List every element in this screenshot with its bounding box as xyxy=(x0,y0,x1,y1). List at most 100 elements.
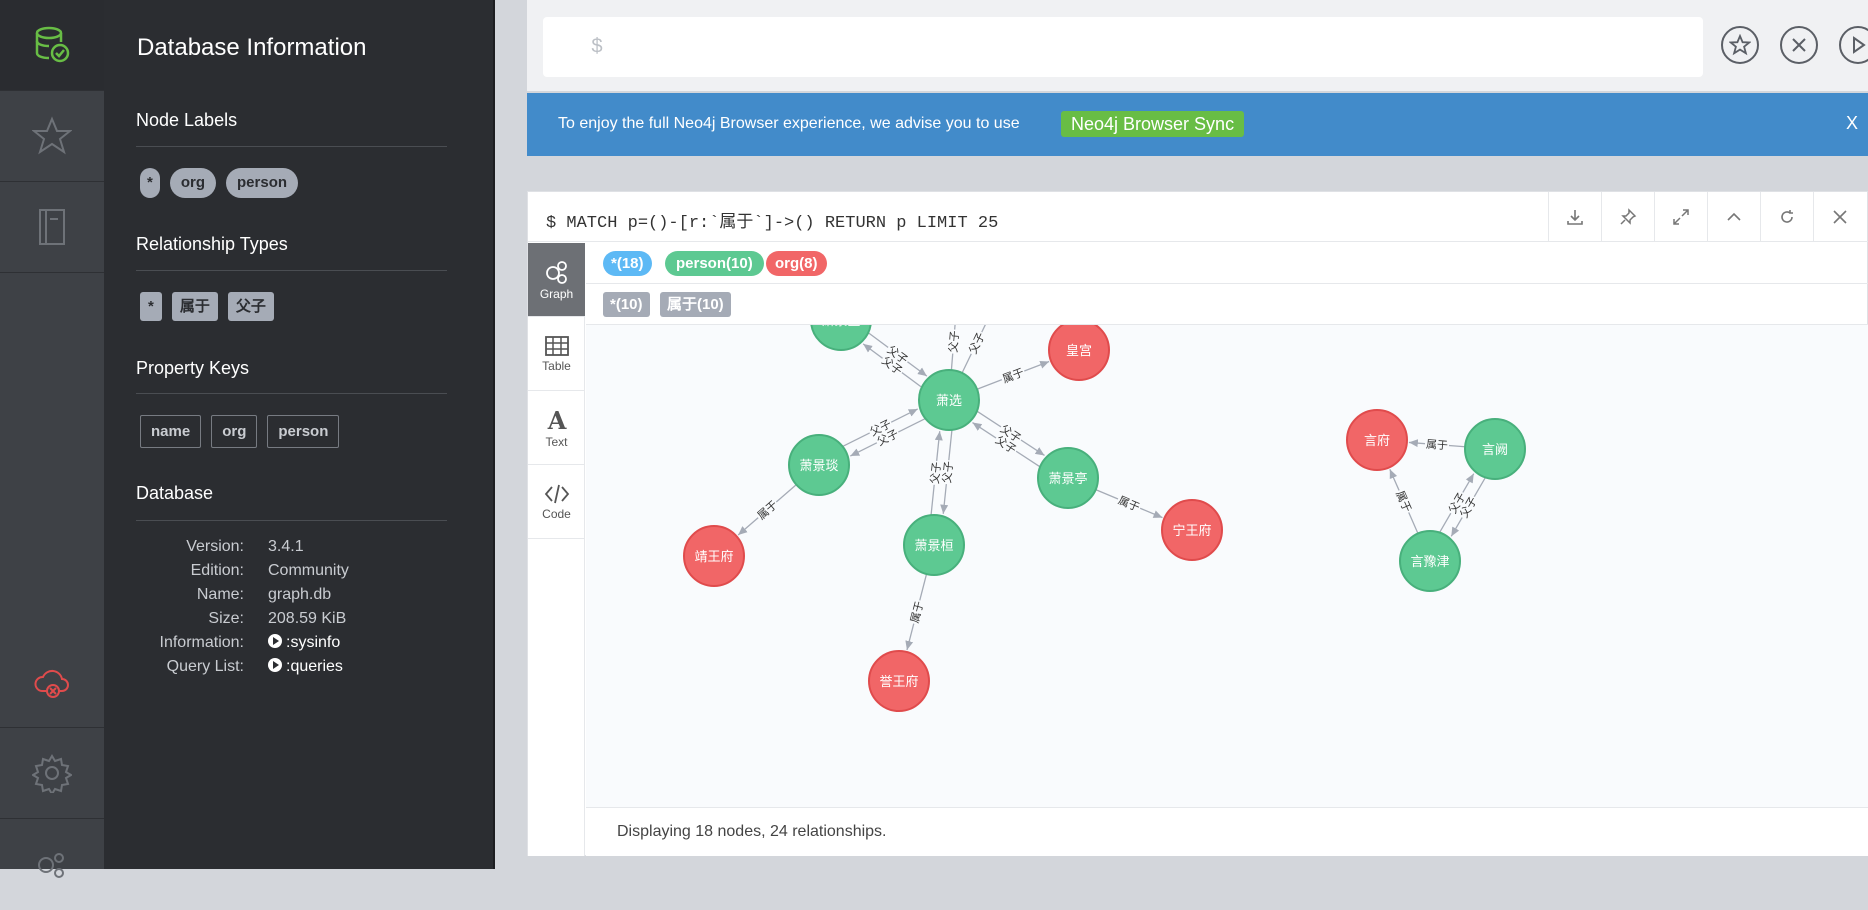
star-icon xyxy=(1729,34,1751,56)
relationship-type-all[interactable]: * xyxy=(140,292,162,321)
status-bar: Displaying 18 nodes, 24 relationships. xyxy=(586,807,1868,856)
tab-graph[interactable]: Graph xyxy=(528,243,585,317)
expand-icon xyxy=(1673,209,1689,225)
refresh-icon xyxy=(1781,210,1793,223)
tab-code[interactable]: Code xyxy=(528,465,585,539)
node-label: 宁王府 xyxy=(1172,523,1211,539)
query-editor-bar: $ xyxy=(527,0,1868,91)
legend-all-nodes[interactable]: *(18) xyxy=(603,251,652,276)
db-querylist-label: Query List: xyxy=(166,658,244,675)
rerun-button[interactable] xyxy=(1760,192,1813,242)
graph-node-org[interactable]: 宁王府 xyxy=(1161,499,1223,561)
browser-sync-button[interactable]: Neo4j Browser Sync xyxy=(1061,111,1245,137)
graph-node-person[interactable]: 萧景琰 xyxy=(788,434,850,496)
node-label: 靖王府 xyxy=(694,550,733,565)
divider xyxy=(136,270,447,271)
property-key-name[interactable]: name xyxy=(140,415,202,448)
node-circle[interactable] xyxy=(788,434,850,496)
node-label-all[interactable]: * xyxy=(140,168,160,198)
graph-node-person[interactable]: 萧选 xyxy=(918,369,980,431)
node-circle[interactable] xyxy=(1464,418,1526,480)
graph-node-person[interactable]: 萧景宣 xyxy=(810,325,872,351)
property-key-person[interactable]: person xyxy=(267,415,340,448)
property-key-org[interactable]: org xyxy=(211,415,258,448)
graph-node-person[interactable]: 言豫津 xyxy=(1399,530,1461,592)
sysinfo-link[interactable]: :sysinfo xyxy=(268,634,340,652)
sysinfo-link-text: :sysinfo xyxy=(286,634,341,651)
edge-label-background xyxy=(753,496,781,523)
db-edition-label: Edition: xyxy=(190,562,244,579)
result-view-tabs: Graph Table A Text Code xyxy=(528,243,585,856)
connection-error-cloud-icon[interactable] xyxy=(0,637,104,728)
tab-graph-label: Graph xyxy=(539,286,574,301)
legend-shuyu[interactable]: 属于(10) xyxy=(660,292,731,317)
edge-label: 父子 xyxy=(928,461,943,484)
node-circle[interactable] xyxy=(683,525,745,587)
node-circle[interactable] xyxy=(918,369,980,431)
download-button[interactable] xyxy=(1548,192,1601,242)
pin-icon xyxy=(1620,208,1637,225)
node-circle[interactable] xyxy=(1037,447,1099,509)
graph-node-person[interactable]: 萧景桓 xyxy=(903,514,965,576)
graph-node-person[interactable]: 言阙 xyxy=(1464,418,1526,480)
legend-all-relationships[interactable]: *(10) xyxy=(603,292,650,317)
edge-label-background xyxy=(965,329,989,357)
node-circle[interactable] xyxy=(1346,409,1408,471)
pin-button[interactable] xyxy=(1601,192,1654,242)
node-circle[interactable] xyxy=(1399,530,1461,592)
node-circle[interactable] xyxy=(868,650,930,712)
run-query-button[interactable] xyxy=(1839,26,1868,64)
collapse-button[interactable] xyxy=(1707,192,1760,242)
favorites-star-icon[interactable] xyxy=(0,91,104,182)
graph-node-org[interactable]: 言府 xyxy=(1346,409,1408,471)
graph-node-org[interactable]: 誉王府 xyxy=(868,650,930,712)
node-label: 言府 xyxy=(1364,434,1390,449)
graph-node-person[interactable]: 萧景亭 xyxy=(1037,447,1099,509)
legend-org[interactable]: org(8) xyxy=(766,251,827,276)
graph-icon xyxy=(545,260,567,284)
graph-node-org[interactable]: 靖王府 xyxy=(683,525,745,587)
play-icon xyxy=(1853,36,1866,54)
db-version-row: Version: 3.4.1 xyxy=(136,538,476,560)
database-information-drawer: Database Information Node Labels * org p… xyxy=(104,0,495,869)
node-label-org[interactable]: org xyxy=(169,168,217,198)
node-label-person[interactable]: person xyxy=(226,168,299,198)
relationship-type-fuzi[interactable]: 父子 xyxy=(227,292,274,321)
fullscreen-button[interactable] xyxy=(1654,192,1707,242)
db-information-row: Information: :sysinfo xyxy=(136,634,476,656)
edge-label: 属于 xyxy=(1001,366,1026,386)
relationship-type-shuyu[interactable]: 属于 xyxy=(171,292,218,321)
queries-link[interactable]: :queries xyxy=(268,658,343,676)
edge-label-background xyxy=(1456,493,1481,522)
node-circle[interactable] xyxy=(903,514,965,576)
db-name-value: graph.db xyxy=(268,586,332,603)
node-circle[interactable] xyxy=(1161,499,1223,561)
legend-person[interactable]: person(10) xyxy=(665,251,764,276)
about-neo4j-icon[interactable] xyxy=(0,819,104,910)
relationship-types-list: * 属于 父子 xyxy=(140,292,274,321)
banner-close-button[interactable]: X xyxy=(1845,113,1858,133)
edge-label-background xyxy=(866,415,895,440)
database-icon[interactable] xyxy=(0,0,104,91)
settings-gear-icon[interactable] xyxy=(0,728,104,819)
documents-book-icon[interactable] xyxy=(0,182,104,273)
favorite-query-button[interactable] xyxy=(1721,26,1759,64)
edge-label: 属于 xyxy=(908,600,926,625)
edge-label: 父子 xyxy=(947,330,962,353)
editor-prompt: $ xyxy=(591,36,604,59)
node-label: 萧景亭 xyxy=(1048,471,1087,487)
code-icon xyxy=(544,484,569,503)
node-circle[interactable] xyxy=(1048,325,1110,381)
tab-table[interactable]: Table xyxy=(528,317,585,391)
clear-editor-button[interactable] xyxy=(1780,26,1818,64)
query-editor-input[interactable]: $ xyxy=(543,17,1703,77)
db-edition-row: Edition: Community xyxy=(136,562,476,584)
node-circle[interactable] xyxy=(810,325,872,351)
graph-node-org[interactable]: 皇宫 xyxy=(1048,325,1110,381)
chevron-up-icon xyxy=(1727,212,1741,221)
close-frame-button[interactable] xyxy=(1813,192,1866,242)
frame-query[interactable]: $ MATCH p=()-[r:`属于`]->() RETURN p LIMIT… xyxy=(546,214,999,233)
tab-text[interactable]: A Text xyxy=(528,391,585,465)
